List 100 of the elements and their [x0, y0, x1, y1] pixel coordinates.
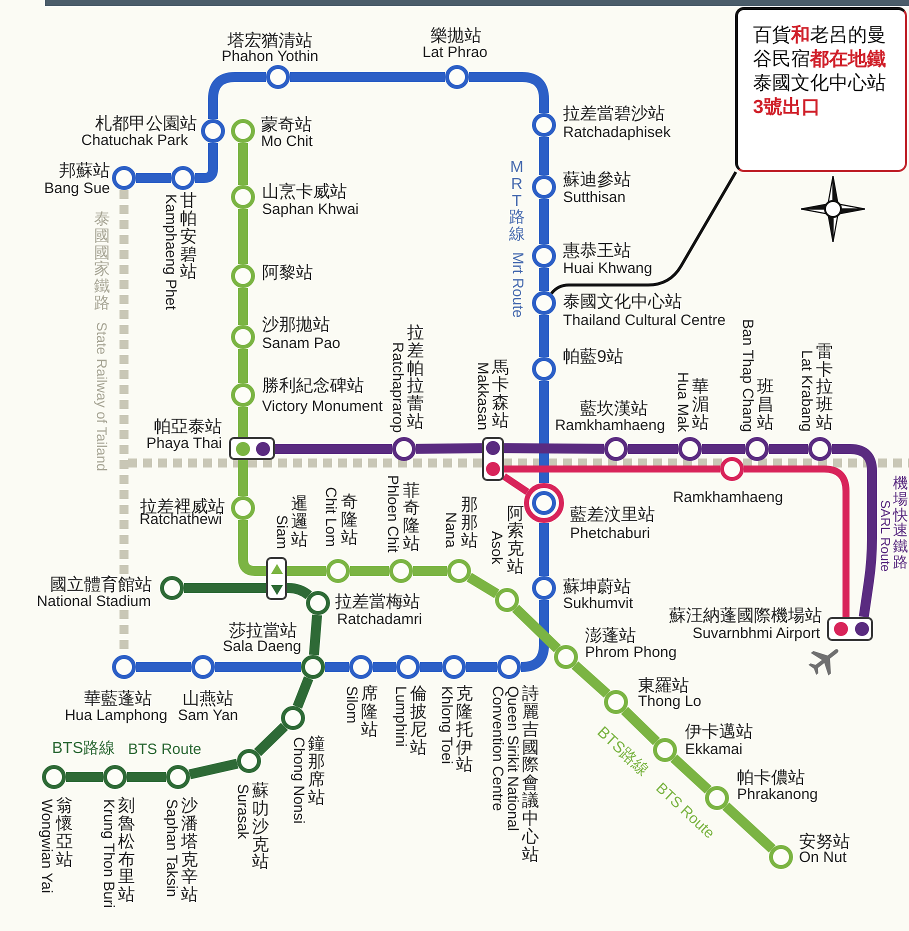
station-name: 帕亞泰站 [154, 417, 222, 437]
station-name: 阿索克站 [506, 504, 525, 576]
station-name: 惠恭王站 [563, 241, 631, 261]
station-circle [495, 588, 519, 612]
station-circle [604, 690, 628, 714]
station-name: 沙潘塔克辛站 [180, 797, 199, 904]
station-name: Bang Sue [44, 180, 110, 198]
station-circle [745, 437, 769, 461]
station-name: Ratchadamri [337, 611, 422, 628]
station-name: 伊卡邁站 [685, 722, 753, 742]
station-name: Silom [344, 686, 359, 724]
route-line [254, 722, 288, 756]
station-circle [103, 765, 127, 789]
station-name: 藍差汶里站 [570, 505, 655, 525]
station-name: 樂拋站 [430, 26, 482, 46]
route-line [238, 460, 248, 496]
station-circle [445, 65, 469, 89]
route-line [572, 661, 610, 698]
station-name: Makkasan [475, 362, 490, 430]
station-circle [231, 325, 255, 349]
station-name: Ratchaprarop [390, 342, 405, 433]
route-line [702, 444, 745, 454]
route-label: MRT路線 [508, 160, 526, 244]
station-name: Phrakanong [737, 786, 818, 804]
station-circle [326, 559, 350, 583]
station-name: Siam [274, 514, 289, 549]
interchange-box [229, 437, 275, 460]
station-name: Ramkhamhaeng [672, 489, 784, 506]
station-circle [389, 559, 413, 583]
station-name: 刻魯松布里站 [117, 797, 136, 904]
interchange-box [266, 557, 287, 600]
route-line [308, 614, 322, 656]
station-name: 克隆托伊站 [455, 685, 474, 774]
station-circle [281, 706, 305, 730]
route-line [238, 209, 248, 264]
station-name: 蒙奇站 [261, 115, 312, 135]
route-line [504, 443, 604, 454]
station-circle [769, 845, 793, 869]
station-name: 帕藍9站 [563, 347, 624, 367]
station-name: 奇隆站 [340, 493, 359, 547]
station-name: 倫披尼站 [409, 685, 428, 756]
station-name: Chong Nonsi [291, 737, 306, 824]
station-circle [524, 483, 564, 523]
station-name: Sukhumvit [563, 595, 634, 612]
station-name: Kamphaeng Phet [163, 194, 178, 310]
station-name: Mo Chit [261, 133, 313, 150]
station-name: 席隆站 [360, 685, 379, 739]
station-name: 翁懷亞站 [55, 797, 74, 868]
station-circle [653, 738, 677, 762]
route-line [769, 444, 808, 454]
railway-label: State Railway of Tailand [95, 322, 109, 472]
station-name: Phaya Thai [146, 435, 222, 452]
route-line [325, 662, 349, 672]
route-line [512, 604, 561, 652]
station-name: Phloen Chit [385, 475, 400, 553]
station-name: Suvarnbhmi Airport [692, 625, 820, 642]
station-name: Wongwian Yai [39, 799, 54, 894]
station-name: 阿黎站 [262, 263, 313, 283]
route-line [184, 583, 266, 593]
route-line [832, 444, 877, 618]
station-circle [720, 457, 744, 481]
station-name: Queen Sirikit National Convention Centre [490, 686, 520, 834]
station-name: Lat Phrao [422, 44, 488, 62]
station-circle [808, 437, 832, 461]
route-line [136, 662, 191, 672]
station-name: Phetchaburi [570, 525, 650, 542]
route-line [621, 706, 660, 746]
route-line [539, 523, 549, 576]
station-name: 山燕站 [182, 689, 234, 709]
station-name: 泰國文化中心站 [563, 292, 682, 312]
route-line [744, 466, 850, 617]
station-name: 東羅站 [638, 676, 689, 695]
station-name: 蘇坤蔚站 [563, 577, 631, 597]
route-line [466, 662, 497, 672]
station-circle [166, 765, 190, 789]
station-circle [447, 559, 471, 583]
station-name: 帕卡儂站 [737, 768, 805, 788]
station-name: 蘇迪參站 [563, 170, 631, 190]
route-line [292, 676, 314, 709]
station-name: 莎拉當站 [229, 621, 297, 640]
station-circle [237, 749, 261, 773]
route-line [238, 288, 248, 325]
station-circle [112, 166, 136, 190]
route-line [539, 381, 549, 483]
station-circle [532, 244, 556, 268]
route-line [287, 566, 326, 576]
route-line [539, 315, 549, 357]
station-circle [171, 166, 195, 190]
route-line [539, 137, 549, 175]
station-circle [231, 264, 255, 288]
route-line [504, 466, 720, 472]
station-name: Hua Mak [675, 372, 690, 432]
route-line [722, 802, 776, 853]
station-name: 邦蘇站 [59, 161, 110, 181]
station-circle [266, 65, 290, 89]
route-line [238, 143, 248, 185]
station-name: 藍坎漢站 [580, 399, 648, 419]
station-circle [42, 765, 66, 789]
route-line [238, 407, 248, 437]
station-name: On Nut [799, 849, 847, 866]
